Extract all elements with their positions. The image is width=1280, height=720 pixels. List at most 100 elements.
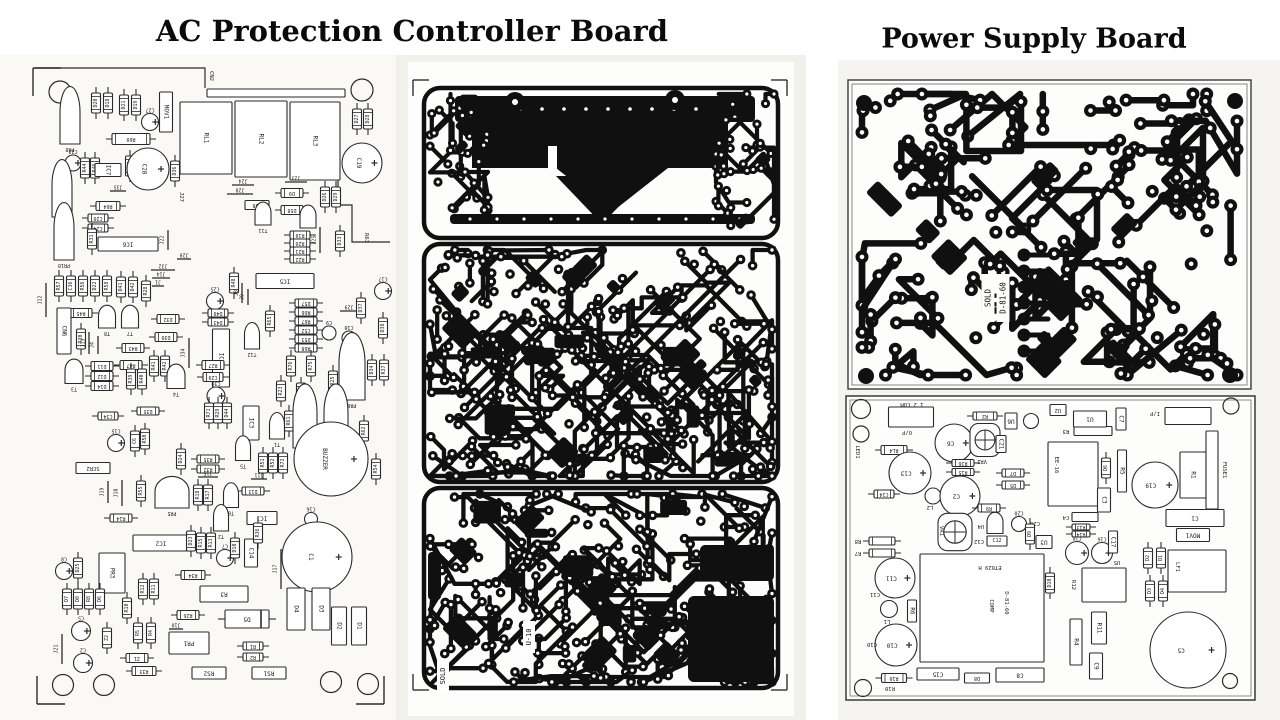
top-pour-band — [455, 96, 755, 122]
pad-hole — [1094, 261, 1100, 267]
label: C14 — [248, 548, 255, 559]
pad-hole — [430, 112, 434, 116]
comp-IC6 — [97, 236, 159, 252]
pad-hole — [716, 453, 720, 457]
pad-hole — [647, 364, 651, 369]
comp-R22 — [289, 254, 311, 264]
label: R72 — [280, 458, 286, 467]
pad-hole — [1085, 289, 1091, 294]
pad-hole — [495, 217, 499, 221]
pad-hole — [738, 288, 742, 292]
pad-hole — [721, 384, 725, 389]
pour-hole — [540, 107, 544, 111]
copper-trace — [648, 427, 696, 476]
pad-hole — [508, 272, 512, 276]
pad-hole — [710, 397, 714, 402]
pad-hole — [1147, 264, 1153, 270]
comp-D41 — [115, 276, 127, 298]
label: R16 — [958, 460, 967, 466]
pad-hole — [622, 444, 626, 448]
pad-hole — [753, 513, 757, 517]
pad-hole — [691, 437, 696, 442]
pad-hole — [770, 248, 774, 252]
comp-R56 — [77, 275, 89, 297]
pad-hole — [504, 646, 508, 650]
controller-silkscreen-board: D20D18D21D19C27MOV1PR8R60C23R44R46IC7R59… — [32, 67, 393, 705]
comp-C8 — [54, 561, 74, 581]
comp-CN6 — [56, 307, 72, 355]
pad-hole — [585, 315, 589, 319]
pad-hole — [766, 378, 770, 382]
pad-hole — [533, 300, 538, 304]
pad-hole — [1149, 298, 1155, 303]
pad-hole — [722, 172, 726, 176]
comp-C15 — [106, 433, 126, 453]
pad-hole — [770, 347, 774, 351]
label: R1 — [250, 643, 256, 649]
pad-hole — [1131, 281, 1136, 287]
pad-hole — [428, 144, 432, 148]
label: J28 — [236, 187, 245, 193]
label: D3 — [318, 605, 325, 613]
label: BUZZER — [321, 448, 328, 470]
label: C2 — [80, 647, 86, 653]
pad-hole — [470, 454, 474, 458]
pad-hole — [619, 344, 623, 349]
pad-hole — [623, 359, 628, 364]
pad-hole — [964, 102, 969, 108]
copper-trace — [726, 390, 775, 444]
copper-trace — [695, 410, 747, 451]
pad-hole — [672, 97, 678, 103]
comp-D20 — [90, 92, 102, 114]
pad-hole — [895, 91, 900, 97]
pad-hole — [919, 91, 925, 97]
label: R23 — [278, 386, 284, 395]
pad-hole — [567, 422, 571, 426]
pad-hole — [1076, 215, 1081, 221]
label: C20 — [1014, 510, 1023, 516]
copper-trace — [700, 371, 756, 394]
comp-D9 — [280, 187, 304, 199]
crop-mark — [36, 676, 65, 705]
pad-hole — [915, 276, 921, 282]
label: D43 — [213, 319, 222, 325]
label: C21 — [998, 439, 1005, 450]
pad-hole — [602, 336, 606, 340]
pad-hole — [468, 462, 473, 467]
corner-pad — [858, 368, 874, 384]
comp-U4 — [986, 511, 1004, 535]
pad-hole — [544, 368, 548, 373]
label: SCR2 — [86, 465, 99, 471]
pad-hole — [1228, 257, 1233, 262]
pad-hole — [613, 561, 617, 565]
pad-hole — [482, 143, 486, 147]
pad-hole — [756, 474, 761, 478]
text-C12: C12 — [974, 538, 984, 544]
pad-hole — [488, 394, 493, 398]
pad-hole — [1009, 229, 1015, 235]
text-R3: R3 — [1063, 428, 1070, 434]
pad-hole — [938, 218, 943, 224]
comp-R33 — [131, 665, 157, 677]
comp-R48 — [228, 272, 240, 294]
comp-D43 — [207, 317, 229, 327]
pad-hole — [717, 141, 721, 145]
crop-mark — [356, 676, 385, 705]
label: C34 — [103, 413, 112, 419]
copper-text: SOLD — [439, 668, 447, 685]
pour-hole — [694, 107, 698, 111]
comp-D29 — [330, 186, 342, 208]
label: C19 — [1145, 482, 1156, 489]
pad-hole — [1123, 97, 1129, 103]
copper-pour — [646, 601, 666, 615]
label: J13 — [81, 339, 87, 348]
pad-hole — [1143, 346, 1148, 352]
copper-pour — [662, 346, 690, 367]
pad-hole — [955, 206, 960, 211]
pad-hole — [494, 607, 498, 612]
pad-hole — [1006, 142, 1011, 148]
pad-hole — [453, 248, 457, 252]
pad-hole — [470, 542, 474, 547]
pad-hole — [703, 505, 707, 509]
